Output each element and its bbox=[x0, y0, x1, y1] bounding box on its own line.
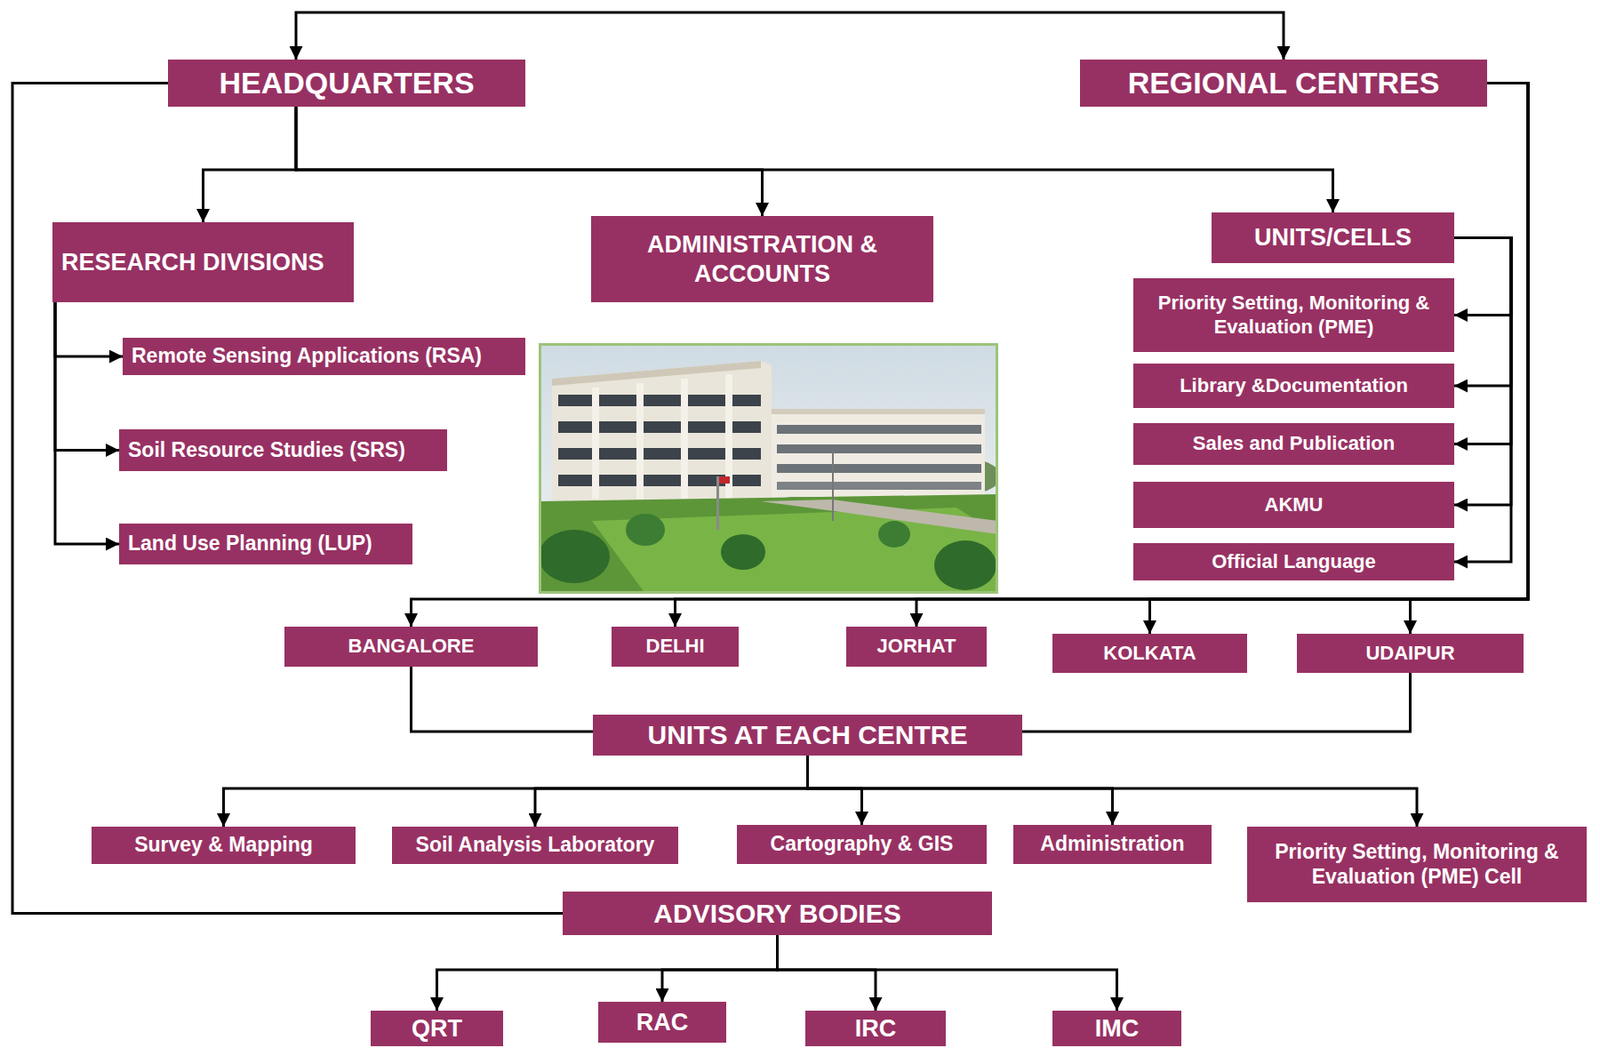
org-box: Cartography & GIS bbox=[736, 824, 987, 864]
org-box: RESEARCH DIVISIONS bbox=[52, 222, 354, 303]
box-label: RAC bbox=[636, 1008, 689, 1037]
org-box: Soil Resource Studies (SRS) bbox=[119, 429, 448, 472]
box-label: Land Use Planning (LUP) bbox=[128, 531, 373, 557]
box-label: Priority Setting, Monitoring & Evaluatio… bbox=[1142, 291, 1446, 339]
org-box: Sales and Publication bbox=[1133, 423, 1455, 465]
connector-line bbox=[1454, 238, 1512, 445]
org-box: HEADQUARTERS bbox=[168, 59, 526, 107]
connector-line bbox=[55, 302, 120, 544]
org-box: DELHI bbox=[611, 626, 739, 667]
org-box: Priority Setting, Monitoring & Evaluatio… bbox=[1247, 826, 1587, 903]
box-label: Administration bbox=[1040, 832, 1184, 857]
box-label: REGIONAL CENTRES bbox=[1128, 64, 1440, 102]
connector-line bbox=[411, 666, 594, 732]
connector-line bbox=[675, 83, 1529, 628]
box-label: Soil Analysis Laboratory bbox=[416, 832, 656, 858]
connector-line bbox=[1454, 238, 1512, 563]
box-label: HEADQUARTERS bbox=[218, 64, 474, 102]
box-label: Soil Resource Studies (SRS) bbox=[128, 438, 406, 464]
connector-line bbox=[808, 755, 863, 825]
connector-line bbox=[1454, 238, 1512, 506]
box-label: Survey & Mapping bbox=[134, 832, 313, 858]
org-box: Survey & Mapping bbox=[91, 826, 356, 864]
box-label: Library &Documentation bbox=[1179, 374, 1408, 398]
org-box: BANGALORE bbox=[284, 626, 538, 667]
box-label: ADVISORY BODIES bbox=[653, 897, 901, 930]
org-box: Remote Sensing Applications (RSA) bbox=[122, 337, 526, 376]
org-box: RAC bbox=[598, 1001, 727, 1043]
box-label: QRT bbox=[411, 1014, 463, 1043]
box-label: Cartography & GIS bbox=[770, 832, 954, 857]
org-box: Administration bbox=[1013, 824, 1212, 864]
connector-line bbox=[437, 935, 778, 1011]
connector-line bbox=[55, 302, 123, 357]
connector-line bbox=[296, 106, 1334, 213]
box-label: IRC bbox=[855, 1014, 897, 1043]
connector-line bbox=[12, 83, 563, 914]
org-box: Land Use Planning (LUP) bbox=[119, 523, 413, 565]
connector-line bbox=[203, 106, 297, 223]
box-label: KOLKATA bbox=[1103, 641, 1196, 665]
org-box: ADVISORY BODIES bbox=[562, 891, 992, 936]
org-box: Soil Analysis Laboratory bbox=[392, 826, 679, 864]
org-box: QRT bbox=[370, 1010, 504, 1047]
org-box: JORHAT bbox=[846, 626, 987, 667]
connector-line bbox=[535, 755, 808, 827]
connector-line bbox=[808, 755, 1113, 825]
box-label: UNITS/CELLS bbox=[1254, 223, 1412, 252]
connector-line bbox=[296, 106, 763, 216]
building-photo bbox=[538, 343, 999, 594]
box-label: AKMU bbox=[1264, 493, 1324, 517]
box-label: JORHAT bbox=[877, 634, 957, 658]
connector-line bbox=[1454, 238, 1512, 387]
connector-line bbox=[777, 935, 877, 1011]
org-box: IMC bbox=[1052, 1010, 1182, 1047]
connector-line bbox=[916, 83, 1528, 628]
org-box: UDAIPUR bbox=[1296, 633, 1524, 673]
org-box: Library &Documentation bbox=[1133, 363, 1455, 408]
org-box: UNITS AT EACH CENTRE bbox=[592, 714, 1023, 756]
box-label: Priority Setting, Monitoring & Evaluatio… bbox=[1256, 840, 1578, 889]
connector-line bbox=[808, 755, 1418, 827]
org-box: ADMINISTRATION & ACCOUNTS bbox=[591, 216, 934, 303]
org-box: UNITS/CELLS bbox=[1211, 212, 1455, 264]
box-label: IMC bbox=[1095, 1014, 1140, 1043]
box-label: UNITS AT EACH CENTRE bbox=[648, 719, 968, 752]
org-box: Official Language bbox=[1133, 543, 1455, 581]
box-label: DELHI bbox=[646, 634, 705, 658]
connector-line bbox=[662, 935, 778, 1002]
connector-line bbox=[1022, 672, 1411, 732]
org-box: Priority Setting, Monitoring & Evaluatio… bbox=[1133, 278, 1455, 352]
box-label: Official Language bbox=[1211, 550, 1376, 574]
connector-line bbox=[411, 83, 1529, 628]
connector-line bbox=[777, 935, 1118, 1011]
org-box: AKMU bbox=[1133, 481, 1455, 528]
connector-line bbox=[296, 12, 1284, 60]
org-box: IRC bbox=[805, 1010, 946, 1047]
connector-line bbox=[55, 302, 120, 451]
box-label: RESEARCH DIVISIONS bbox=[61, 248, 325, 277]
connector-line bbox=[224, 755, 808, 827]
box-label: UDAIPUR bbox=[1365, 641, 1455, 665]
box-label: ADMINISTRATION & ACCOUNTS bbox=[600, 230, 925, 288]
box-label: Remote Sensing Applications (RSA) bbox=[131, 344, 482, 369]
box-label: Sales and Publication bbox=[1192, 432, 1395, 456]
org-box: KOLKATA bbox=[1052, 633, 1248, 673]
box-label: BANGALORE bbox=[348, 634, 475, 658]
org-box: REGIONAL CENTRES bbox=[1080, 59, 1488, 107]
connector-line bbox=[1454, 238, 1512, 316]
